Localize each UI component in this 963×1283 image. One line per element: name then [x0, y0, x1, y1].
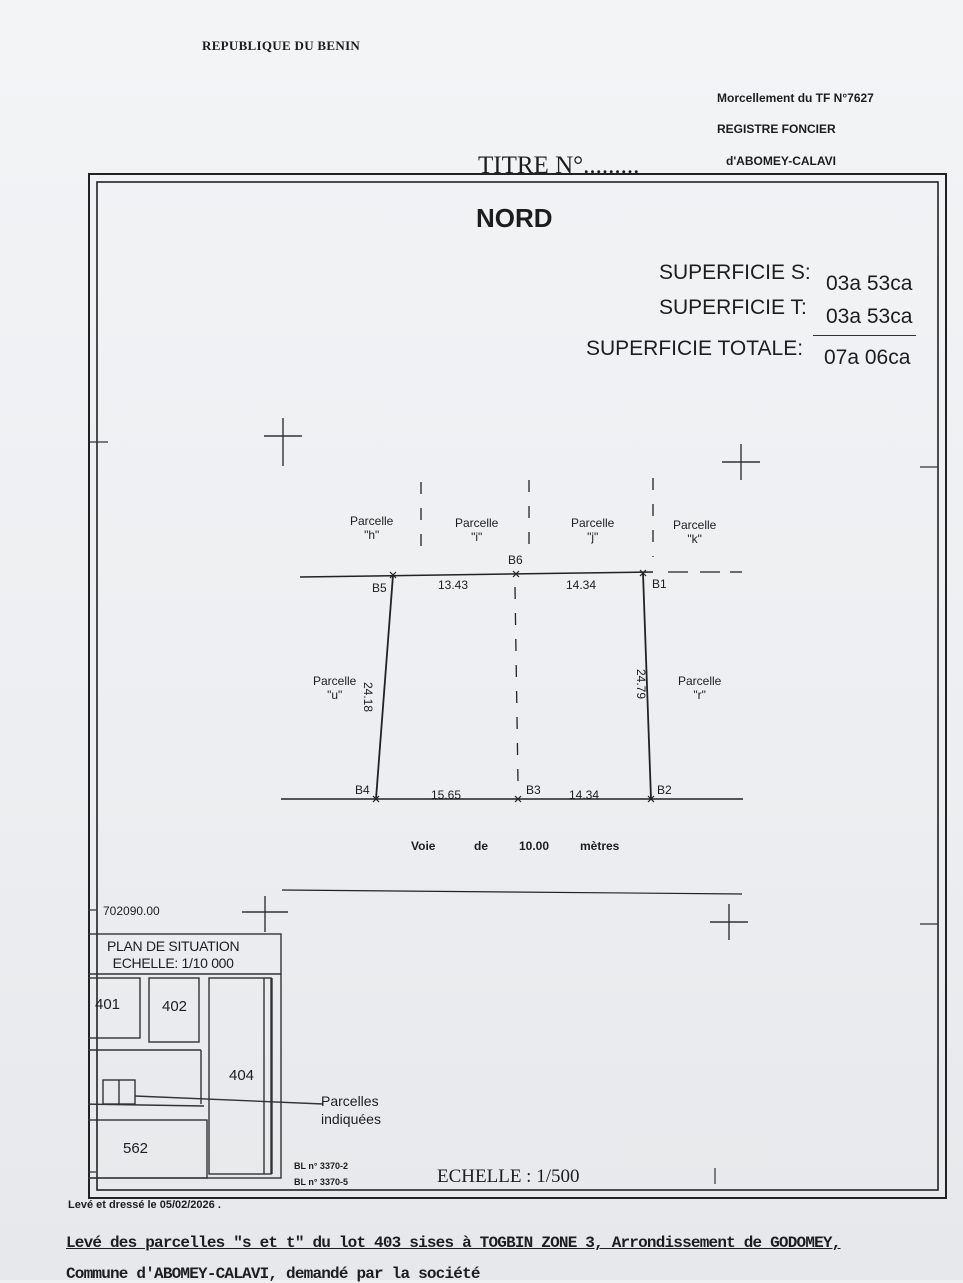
bl-references: BL n° 3370-2 BL n° 3370-5 — [294, 1161, 348, 1187]
tf-reference: Morcellement du TF N°7627 — [717, 91, 874, 105]
point-b2: B2 — [657, 783, 672, 797]
surface-total-label: SUPERFICIE TOTALE: — [586, 337, 804, 360]
plan-frame — [88, 173, 947, 1199]
dim-left-side: 24.18 — [361, 682, 375, 713]
dim-bottom-right: 14.34 — [569, 788, 600, 802]
drawing-scale: ECHELLE : 1/500 — [437, 1166, 580, 1187]
road-word-voie: Voie — [411, 839, 436, 853]
north-label: NORD — [476, 203, 553, 233]
road-word-metres: mètres — [580, 839, 620, 853]
point-b1: B1 — [652, 577, 667, 591]
dim-bottom-left: 15.65 — [431, 788, 462, 802]
parcel-label-u: Parcelle "u" — [313, 674, 357, 702]
lot-402: 402 — [162, 998, 188, 1015]
surface-t-label: SUPERFICIE T: — [659, 296, 807, 319]
surface-t-value: 03a 53ca — [826, 305, 913, 328]
dim-right-side: 24.79 — [634, 669, 648, 700]
indicated-parcels-label: Parcelles indiquées — [321, 1093, 381, 1127]
lot-562: 562 — [123, 1140, 149, 1157]
point-b6: B6 — [508, 553, 523, 567]
point-b4: B4 — [355, 783, 370, 797]
dim-top-left: 13.43 — [438, 578, 469, 592]
grid-coordinate: 702090.00 — [103, 904, 160, 918]
parcel-label-j: Parcelle "j" — [571, 516, 615, 544]
surface-s-value: 03a 53ca — [826, 272, 913, 295]
survey-date: Levé et dressé le 05/02/2026 . — [68, 1199, 221, 1211]
road-word-de: de — [474, 839, 489, 853]
country-heading: REPUBLIQUE DU BENIN — [202, 38, 361, 53]
road-width: 10.00 — [519, 839, 550, 853]
sum-rule — [813, 335, 916, 336]
parcel-label-k: Parcelle "k" — [673, 518, 717, 546]
point-b3: B3 — [526, 783, 541, 797]
surface-s-label: SUPERFICIE S: — [659, 261, 811, 284]
footer-description-line2: Commune d'ABOMEY-CALAVI, demandé par la … — [66, 1265, 480, 1283]
parcel-label-i: Parcelle "i" — [455, 516, 499, 544]
situation-title: PLAN DE SITUATION ECHELLE: 1/10 000 — [107, 938, 240, 971]
registry-label: REGISTRE FONCIER — [717, 122, 836, 136]
surface-total-value: 07a 06ca — [824, 346, 911, 369]
lot-404: 404 — [229, 1067, 255, 1084]
registry-city: d'ABOMEY-CALAVI — [726, 154, 836, 168]
point-b5: B5 — [372, 581, 387, 595]
parcel-label-h: Parcelle "h" — [350, 514, 394, 542]
footer-description-line1: Levé des parcelles "s et t" du lot 403 s… — [66, 1234, 841, 1252]
parcel-label-r: Parcelle "r" — [678, 674, 722, 702]
dim-top-right: 14.34 — [566, 578, 597, 592]
lot-401: 401 — [95, 996, 121, 1013]
